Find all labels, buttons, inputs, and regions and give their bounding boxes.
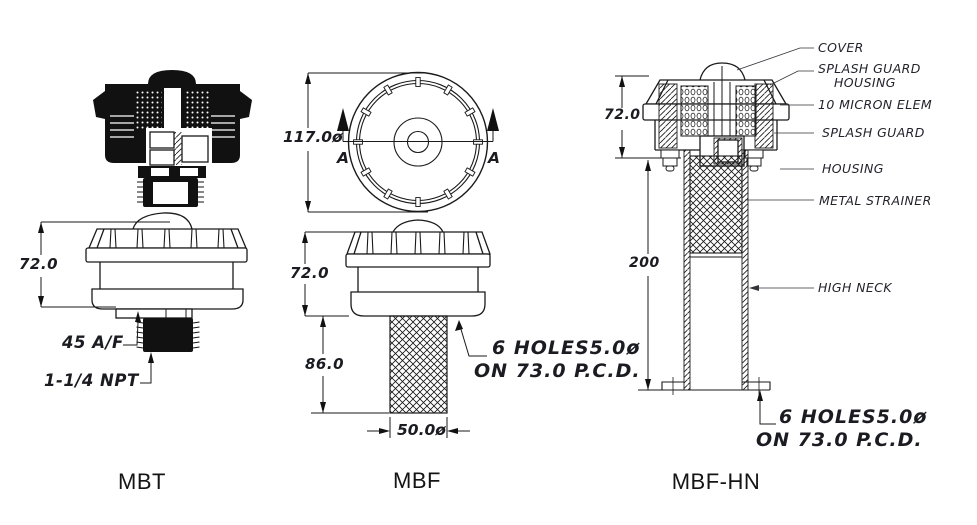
mbf-title: MBF (393, 468, 441, 493)
mbf-hn-leader-lines (736, 47, 814, 291)
mbt-title: MBT (118, 469, 166, 494)
label-housing: HOUSING (822, 161, 884, 176)
mbf-dimensions (302, 72, 487, 438)
mbf-top-view-drawing (337, 71, 499, 213)
mbf-side-view-drawing (345, 219, 491, 414)
mbf-width-dimension: 50.0ø (397, 421, 446, 439)
mbt-thread-label: 1-1/4 NPT (44, 371, 139, 390)
mbf-hn-title: MBF-HN (671, 469, 761, 494)
mbt-hex-size-label: 45 A/F (62, 333, 124, 352)
mbf-hn-holes-note-line2: ON 73.0 P.C.D. (756, 429, 923, 451)
mbt-height-dimension: 72.0 (19, 255, 59, 273)
mbf-hn-neck-dimension: 200 (629, 255, 660, 271)
mbf-hn-section-view-drawing (642, 62, 790, 395)
mbf-hn-dimensions (615, 75, 776, 425)
mbt-dimensions (38, 221, 170, 384)
label-cover: COVER (818, 40, 864, 55)
mbt-side-view-drawing (85, 212, 248, 352)
mbf-section-label-right: A (488, 149, 500, 167)
label-metal-strainer: METAL STRAINER (819, 193, 932, 208)
label-splash-guard-housing-1: SPLASH GUARD (818, 61, 921, 76)
mbt-section-view-drawing (93, 70, 252, 207)
mbf-hn-holes-note-line1: 6 HOLES5.0ø (779, 406, 928, 428)
mbf-hn-height-dimension: 72.0 (604, 107, 641, 123)
label-splash-guard: SPLASH GUARD (822, 125, 925, 140)
mbf-height-dimension: 72.0 (290, 264, 330, 282)
label-high-neck: HIGH NECK (818, 280, 892, 295)
mbf-holes-note-line1: 6 HOLES5.0ø (492, 337, 641, 359)
mbf-diameter-dimension: 117.0ø (283, 128, 343, 146)
mbf-section-label-left: A (337, 149, 349, 167)
label-10-micron-element: 10 MICRON ELEM (818, 97, 933, 112)
mbf-strainer-dimension: 86.0 (305, 355, 345, 373)
mbf-holes-note-line2: ON 73.0 P.C.D. (474, 360, 641, 382)
label-splash-guard-housing-2: HOUSING (834, 75, 896, 90)
